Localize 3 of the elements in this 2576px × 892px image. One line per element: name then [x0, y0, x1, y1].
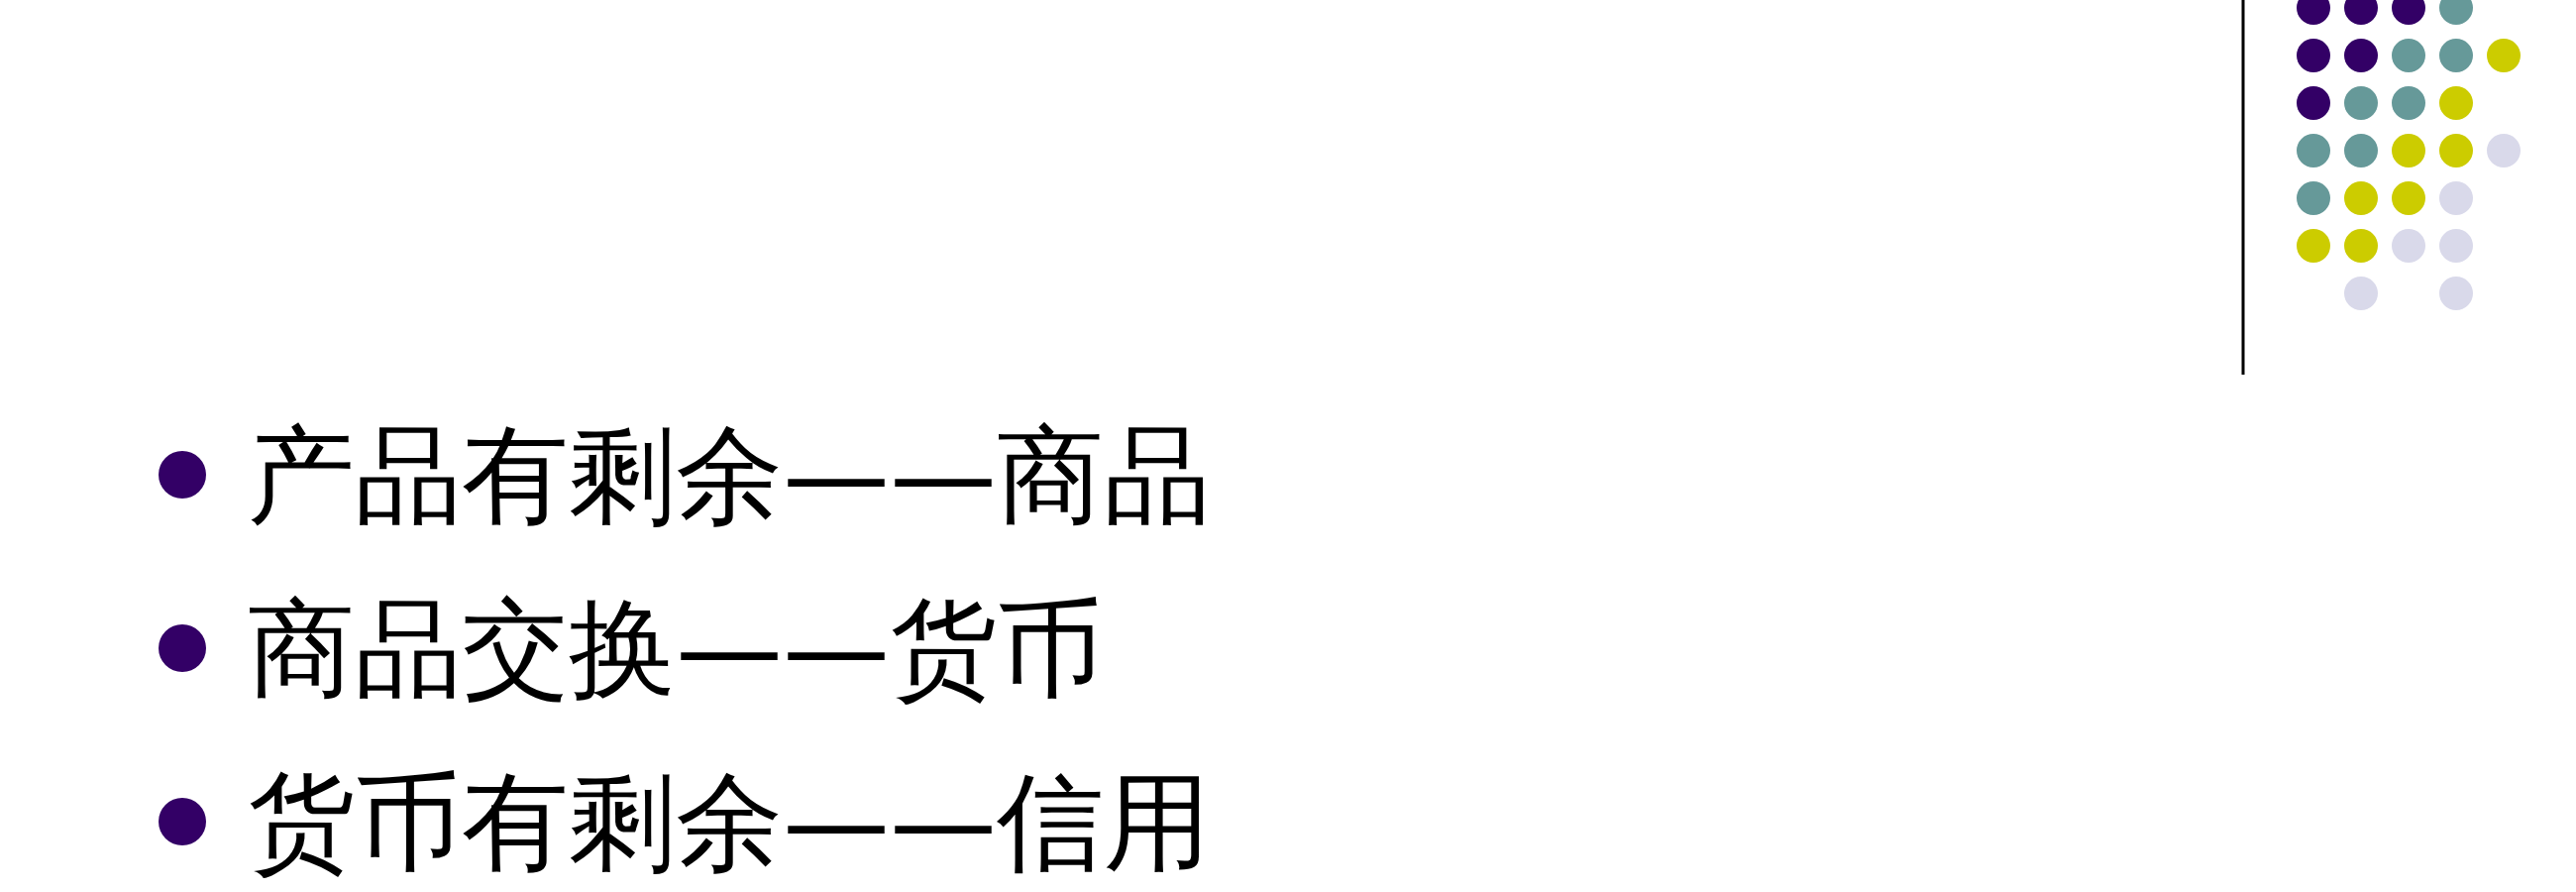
bullet-text: 商品交换——货币: [248, 586, 1104, 713]
bullet-text: 产品有剩余——商品: [248, 412, 1211, 539]
bullet-text: 货币有剩余——信用: [248, 759, 1211, 886]
